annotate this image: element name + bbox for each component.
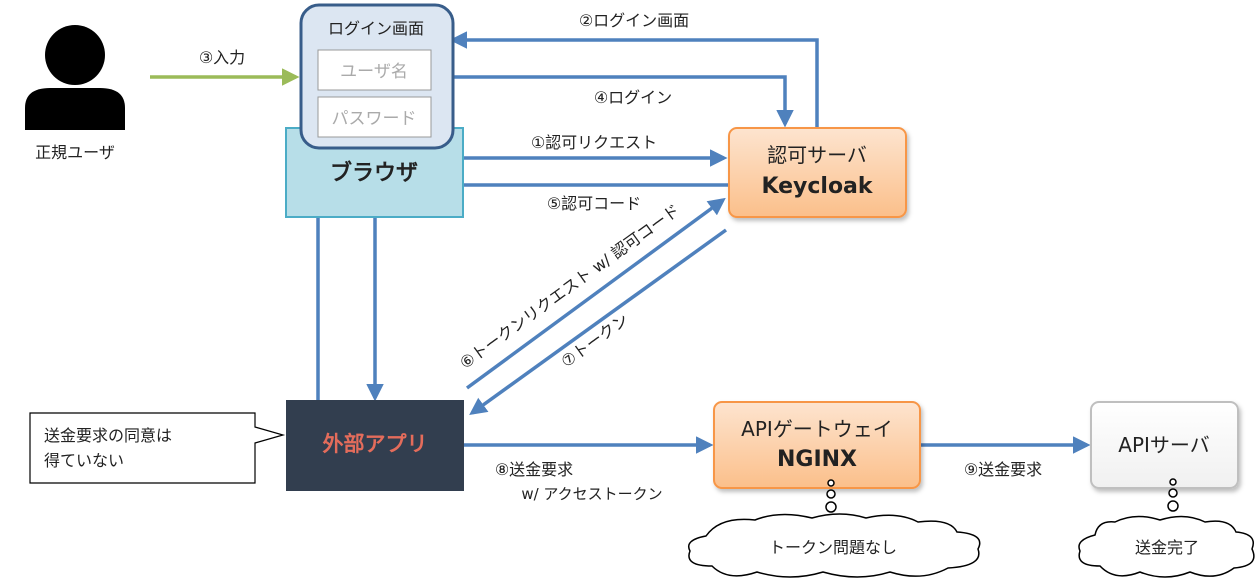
gateway-thought-bubbles bbox=[825, 479, 837, 513]
username-placeholder: ユーザ名 bbox=[340, 62, 408, 82]
api-server-box bbox=[1090, 401, 1239, 489]
auth-server-line2: Keycloak bbox=[761, 174, 873, 199]
arrow-login-screen bbox=[449, 31, 819, 128]
server-thought-bubbles bbox=[1167, 478, 1179, 512]
consent-callout bbox=[29, 412, 286, 484]
login-screen: ログイン画面 ユーザ名 パスワード bbox=[299, 3, 455, 150]
edge-label-login: ④ログイン bbox=[594, 88, 672, 107]
edge-label-send-request-app-1: ⑧送金要求 bbox=[495, 460, 573, 479]
login-screen-title: ログイン画面 bbox=[328, 19, 424, 38]
user-icon bbox=[25, 25, 125, 130]
arrow-token-request bbox=[465, 197, 726, 390]
consent-line1: 送金要求の同意は bbox=[44, 426, 172, 445]
edge-label-auth-code: ⑤認可コード bbox=[547, 194, 641, 213]
server-thought-cloud bbox=[1078, 515, 1255, 578]
edge-label-send-request-app-2: w/ アクセストークン bbox=[521, 485, 662, 503]
edge-label-token: ⑦トークン bbox=[557, 310, 632, 371]
user-label: 正規ユーザ bbox=[35, 143, 115, 162]
external-app-label: 外部アプリ bbox=[323, 432, 428, 456]
external-app-box bbox=[286, 400, 464, 491]
arrow-token bbox=[469, 228, 728, 416]
gateway-thought-text: トークン問題なし bbox=[769, 538, 897, 557]
api-gateway-line1: APIゲートウェイ bbox=[741, 417, 893, 441]
edge-label-send-request-gateway: ⑨送金要求 bbox=[964, 460, 1042, 479]
auth-server-line1: 認可サーバ bbox=[767, 143, 867, 167]
api-gateway-box bbox=[713, 401, 921, 489]
server-thought-text: 送金完了 bbox=[1135, 538, 1199, 557]
edge-label-login-screen: ②ログイン画面 bbox=[579, 11, 689, 30]
password-input[interactable] bbox=[317, 96, 432, 138]
auth-server-box bbox=[728, 127, 907, 218]
password-placeholder: パスワード bbox=[332, 109, 417, 129]
browser-label: ブラウザ bbox=[330, 160, 418, 186]
gateway-thought-cloud bbox=[688, 513, 981, 578]
arrow-login bbox=[453, 75, 794, 128]
username-input[interactable] bbox=[317, 49, 432, 91]
api-server-label: APIサーバ bbox=[1118, 433, 1209, 457]
edge-label-auth-request: ①認可リクエスト bbox=[531, 133, 657, 152]
edge-label-input: ③入力 bbox=[199, 48, 245, 67]
api-gateway-line2: NGINX bbox=[777, 447, 857, 472]
consent-line2: 得ていない bbox=[44, 451, 124, 470]
